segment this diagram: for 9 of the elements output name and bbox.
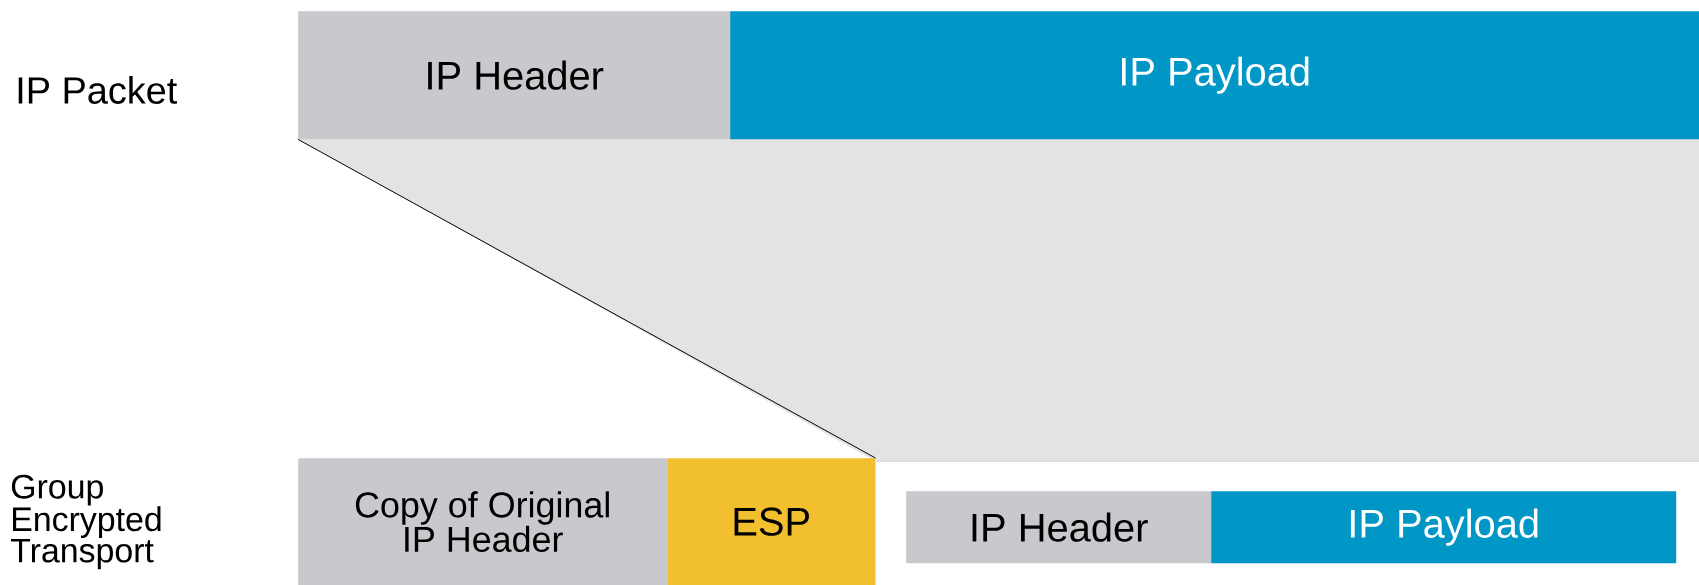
payload-box: IP Payload <box>1211 491 1677 564</box>
row-label: IP Packet <box>18 76 177 104</box>
esp-box: ESP <box>667 458 876 585</box>
projection-line <box>297 138 876 459</box>
payload-box: IP Payload <box>730 11 1699 140</box>
header-box: IP Header <box>298 11 731 140</box>
header-box: IP Header <box>906 491 1212 564</box>
row-label: Group Encrypted Transport <box>11 474 161 570</box>
header-box: Copy of Original IP Header <box>298 458 668 585</box>
